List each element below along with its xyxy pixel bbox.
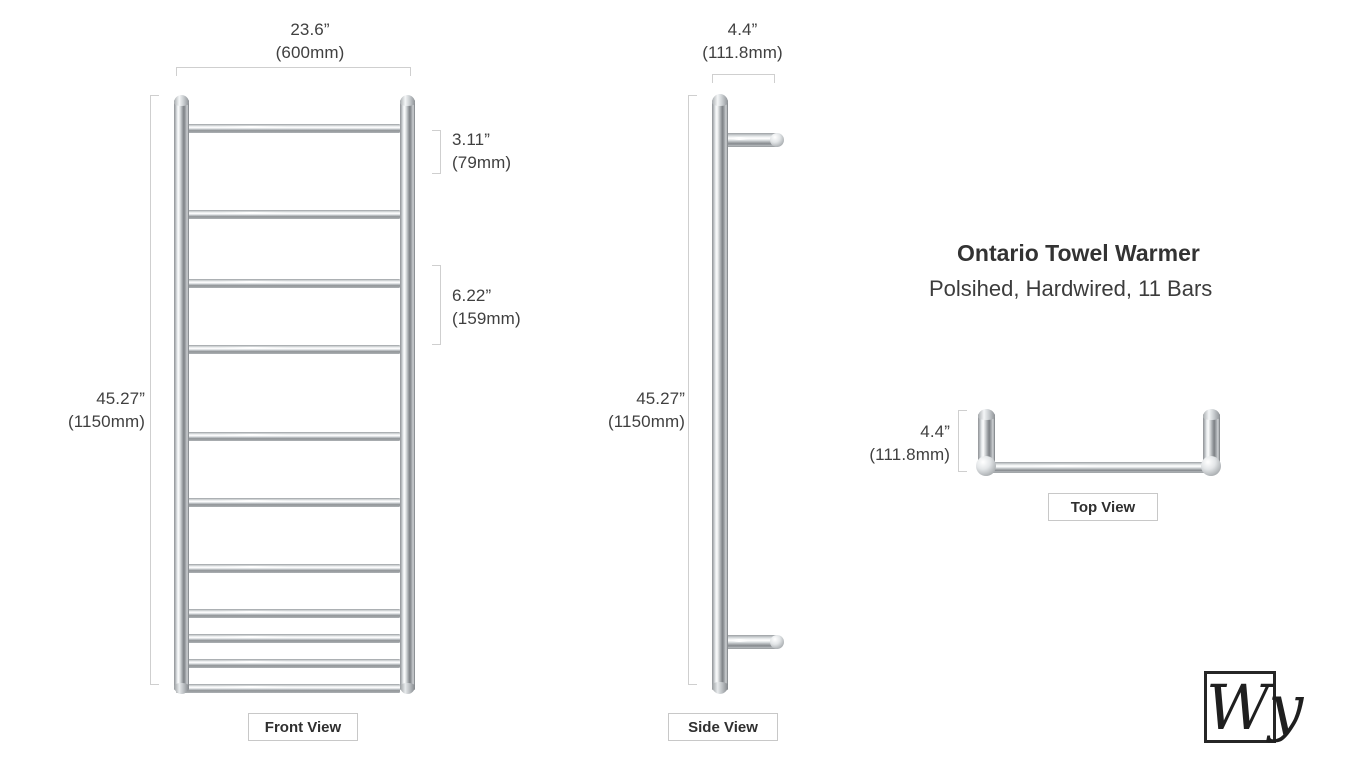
- front-rung-2: [176, 210, 400, 219]
- front-width-bracket: [176, 67, 411, 77]
- front-wide-gap-bracket: [431, 265, 441, 345]
- brand-logo: Wy: [1196, 663, 1306, 763]
- front-wide-gap-inches: 6.22”: [452, 286, 492, 305]
- front-bar-spacing-inches: 3.11”: [452, 130, 490, 149]
- side-depth-label: 4.4” (111.8mm): [655, 18, 830, 64]
- product-subtitle: Polsihed, Hardwired, 11 Bars: [929, 276, 1213, 301]
- front-rung-6: [176, 498, 400, 507]
- top-depth-bracket: [958, 410, 968, 472]
- side-height-inches: 45.27”: [636, 389, 685, 408]
- front-rung-5: [176, 432, 400, 441]
- top-depth-label: 4.4” (111.8mm): [800, 420, 950, 466]
- front-width-inches: 23.6”: [290, 20, 330, 39]
- side-height-label: 45.27” (1150mm): [530, 387, 685, 433]
- front-rung-4: [176, 345, 400, 354]
- front-height-metric: (1150mm): [67, 412, 145, 431]
- top-depth-metric: (111.8mm): [869, 445, 950, 464]
- side-bottom-mount-cap: [770, 635, 784, 649]
- front-wide-gap-label: 6.22” (159mm): [452, 284, 582, 330]
- side-depth-inches: 4.4”: [727, 20, 758, 39]
- front-height-bracket: [150, 95, 160, 685]
- front-rung-1: [176, 124, 400, 133]
- front-width-dimension-label: 23.6” (600mm): [210, 18, 410, 64]
- front-width-metric: (600mm): [275, 43, 345, 62]
- front-rung-10: [176, 659, 400, 668]
- side-height-bracket: [688, 95, 698, 685]
- front-rung-8: [176, 609, 400, 618]
- logo-square-frame: [1204, 671, 1276, 743]
- side-depth-bracket: [712, 74, 775, 84]
- front-wide-gap-metric: (159mm): [452, 309, 521, 328]
- logo-monogram: Wy: [1206, 671, 1304, 744]
- product-title: Ontario Towel Warmer: [957, 240, 1200, 266]
- front-bar-spacing-bracket: [431, 130, 441, 174]
- side-top-mount-arm: [720, 133, 778, 147]
- front-height-dimension-label: 45.27” (1150mm): [0, 387, 145, 433]
- front-rung-7: [176, 564, 400, 573]
- side-top-mount-cap: [770, 133, 784, 147]
- front-bar-spacing-metric: (79mm): [452, 153, 512, 172]
- front-rung-3: [176, 279, 400, 288]
- front-rung-11: [176, 684, 400, 693]
- top-connecting-bar: [984, 462, 1218, 473]
- front-height-inches: 45.27”: [96, 389, 145, 408]
- side-height-metric: (1150mm): [607, 412, 685, 431]
- top-view-label: Top View: [1048, 493, 1158, 521]
- front-rung-9: [176, 634, 400, 643]
- side-view-label: Side View: [668, 713, 778, 741]
- side-depth-metric: (111.8mm): [702, 43, 783, 62]
- front-bar-spacing-label: 3.11” (79mm): [452, 128, 582, 174]
- top-depth-inches: 4.4”: [920, 422, 950, 441]
- front-view-label: Front View: [248, 713, 358, 741]
- side-bottom-mount-arm: [720, 635, 778, 649]
